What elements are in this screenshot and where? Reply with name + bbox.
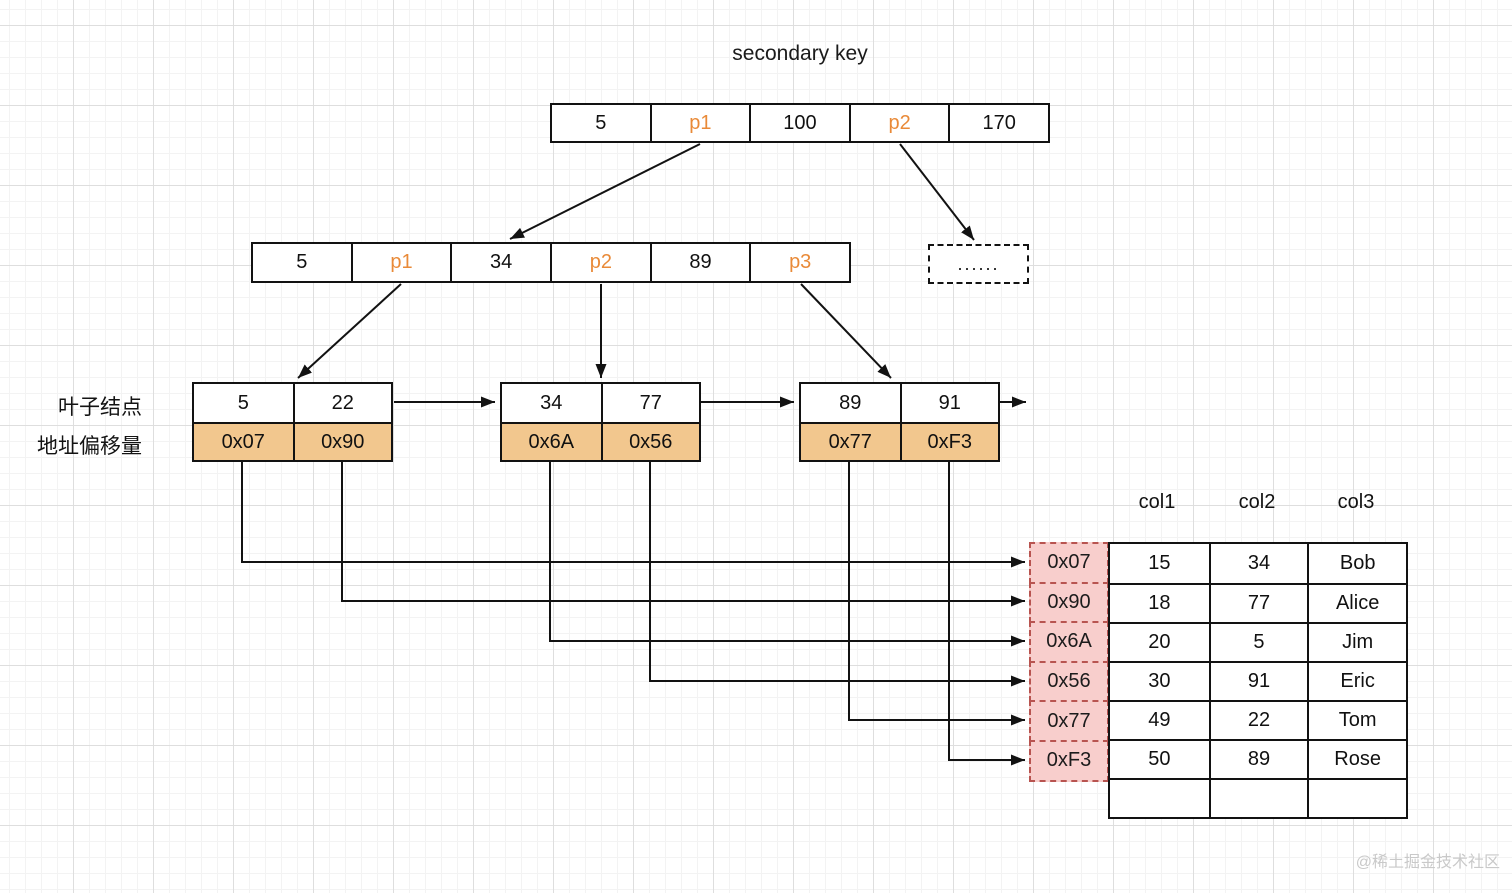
leaf-key-cell: 5 — [237, 391, 249, 414]
internal-pointer-cell: p2 — [550, 244, 650, 281]
table-cell: Alice — [1307, 583, 1406, 622]
dashed-ellipsis-node: ...... — [928, 244, 1029, 284]
internal-pointer-cell: p1 — [350, 244, 451, 281]
leaf-address-cell: 0x56 — [600, 424, 699, 460]
root-node: 5 p1 100 p2 170 — [550, 103, 1050, 143]
table-cell: 20 — [1110, 622, 1209, 661]
table-cell: 5 — [1208, 622, 1308, 661]
leaf-address-cell: 0x90 — [292, 424, 391, 460]
table-address-column: 0x07 0x90 0x6A 0x56 0x77 0xF3 — [1029, 542, 1109, 782]
arrow-internal-p1 — [297, 283, 402, 379]
root-key-cell: 5 — [552, 105, 650, 141]
root-key-cell: 100 — [749, 105, 849, 141]
root-pointer-cell: p1 — [649, 105, 750, 141]
internal-pointer-cell: p3 — [749, 244, 850, 281]
root-pointer-cell: p2 — [848, 105, 949, 141]
internal-key-cell: 34 — [450, 244, 551, 281]
leaf-key-row: 89 91 — [801, 384, 998, 422]
table-cell: 30 — [1110, 661, 1209, 700]
leaf-address-cell: 0xF3 — [899, 424, 998, 460]
table-cell: 15 — [1148, 552, 1171, 574]
leaf-key-cell: 22 — [292, 384, 392, 422]
table-cell: 34 — [1208, 544, 1308, 583]
table-address-cell: 0x77 — [1029, 700, 1109, 742]
table-address-cell: 0x90 — [1029, 581, 1109, 624]
table-address-cell: 0x6A — [1029, 621, 1109, 663]
table-address-cell: 0x07 — [1029, 542, 1109, 584]
internal-node: 5 p1 34 p2 89 p3 — [251, 242, 851, 283]
leaf-key-row: 34 77 — [502, 384, 699, 422]
internal-key-cell: 89 — [649, 244, 750, 281]
connector-0x07 — [241, 462, 1025, 568]
connector-0x90 — [341, 462, 1025, 607]
arrow-internal-p3 — [800, 283, 892, 379]
connector-0x56 — [649, 462, 1025, 687]
table-header-col2: col2 — [1238, 491, 1276, 513]
table-cell: Eric — [1307, 661, 1406, 700]
leaf-key-cell: 77 — [600, 384, 700, 422]
table-empty-cell — [1208, 778, 1308, 817]
leaf-address-cell: 0x6A — [502, 424, 601, 460]
leaf-node-2: 34 77 0x6A 0x56 — [500, 382, 701, 462]
table-cell: 91 — [1208, 661, 1308, 700]
table-cell: Rose — [1307, 739, 1406, 778]
leaf-address-row: 0x77 0xF3 — [801, 422, 998, 460]
leaf-address-row: 0x07 0x90 — [194, 422, 391, 460]
table-cell: Bob — [1307, 544, 1406, 583]
table-header-col3: col3 — [1337, 491, 1375, 513]
table-empty-cell — [1110, 778, 1209, 817]
arrow-root-p2 — [899, 143, 975, 241]
leaf-key-row: 5 22 — [194, 384, 391, 422]
table-cell: 50 — [1110, 739, 1209, 778]
table-cell: 89 — [1208, 739, 1308, 778]
diagram-title: secondary key — [732, 42, 868, 65]
side-label-leaf-nodes: 叶子结点 — [58, 396, 142, 419]
table-cell: 22 — [1208, 700, 1308, 739]
leaf-key-cell: 89 — [839, 391, 862, 414]
root-key-cell: 170 — [948, 105, 1048, 141]
table-address-cell: 0xF3 — [1029, 739, 1109, 782]
data-table: 15 34 Bob 18 77 Alice 20 5 Jim 30 91 Eri… — [1108, 542, 1408, 819]
connector-0xF3 — [948, 462, 1025, 766]
leaf-address-cell: 0x77 — [801, 424, 900, 460]
connector-0x77 — [848, 462, 1025, 726]
leaf-key-cell: 34 — [540, 391, 563, 414]
watermark: @稀土掘金技术社区 — [1355, 854, 1500, 871]
table-empty-cell — [1307, 778, 1406, 817]
internal-key-cell: 5 — [253, 244, 351, 281]
table-cell: Tom — [1307, 700, 1406, 739]
table-cell: Jim — [1307, 622, 1406, 661]
leaf-node-3: 89 91 0x77 0xF3 — [799, 382, 1000, 462]
leaf-address-row: 0x6A 0x56 — [502, 422, 699, 460]
leaf-address-cell: 0x07 — [194, 424, 293, 460]
leaf-node-1: 5 22 0x07 0x90 — [192, 382, 393, 462]
leaf-key-cell: 91 — [899, 384, 999, 422]
table-address-cell: 0x56 — [1029, 660, 1109, 703]
table-cell: 49 — [1110, 700, 1209, 739]
side-label-address-offset: 地址偏移量 — [37, 435, 142, 458]
table-cell: 18 — [1110, 583, 1209, 622]
table-header-col1: col1 — [1138, 491, 1176, 513]
connector-0x6A — [549, 462, 1025, 647]
arrow-root-p1 — [509, 143, 701, 240]
table-cell: 77 — [1208, 583, 1308, 622]
